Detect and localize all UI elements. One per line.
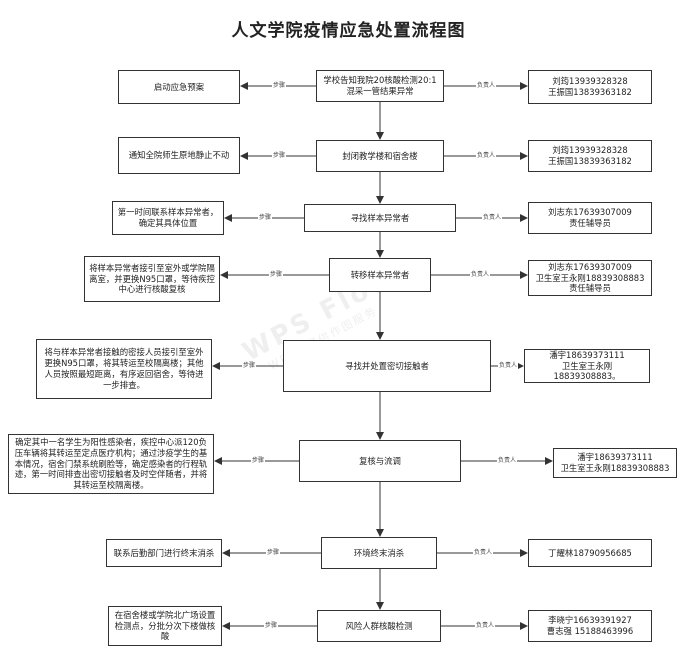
action-box-7-text: 联系后勤部门进行终末消杀 (113, 547, 215, 558)
owner-label-3: 负责人 (482, 214, 503, 222)
owner-box-4-text: 责任辅导员 (569, 283, 611, 294)
action-box-1: 启动应急预案 (118, 70, 240, 104)
action-box-4: 将样本异常者接引至室外或学院隔离室，并更换N95口罩，等待疾控中心进行核酸复核 (84, 256, 220, 302)
process-box-4-text: 转移样本异常者 (350, 269, 410, 280)
process-box-5: 寻找并处置密切接触者 (283, 340, 491, 392)
process-box-1-text: 学校告知我院20核酸检测20:1混采一管结果异常 (323, 75, 437, 96)
owner-box-7-text: 丁耀林18790956685 (548, 547, 632, 558)
owner-box-5-text: 卫生室王永刚 (561, 360, 613, 371)
owner-label-7: 负责人 (473, 549, 494, 557)
action-box-5: 将与样本异常者接触的密接人员接引至室外更换N95口罩，将其转运至校隔离楼；其他人… (36, 339, 212, 399)
step-label-1: 步骤 (272, 82, 287, 90)
action-box-4-text: 将样本异常者接引至室外或学院隔离室，并更换N95口罩，等待疾控中心进行核酸复核 (89, 262, 215, 295)
action-box-6: 确定其中一名学生为阳性感染者，疾控中心派120负压车辆将其转运至定点医疗机构；通… (8, 434, 214, 494)
step-label-4: 步骤 (269, 271, 284, 279)
owner-box-1-text: 刘筠13939328328 (552, 76, 628, 87)
step-label-6: 步骤 (251, 457, 266, 465)
step-label-8: 步骤 (264, 622, 279, 630)
process-box-1: 学校告知我院20核酸检测20:1混采一管结果异常 (316, 70, 444, 102)
owner-label-5: 负责人 (498, 362, 519, 370)
owner-box-4-text: 卫生室王永刚18839308883 (535, 272, 645, 283)
action-box-3-text: 第一时间联系样本异常者，确定其具体位置 (117, 207, 219, 228)
owner-box-4-text: 刘志东17639307009 (548, 261, 632, 272)
owner-box-5-text: 潘宇18639373111 (549, 349, 625, 360)
action-box-6-text: 确定其中一名学生为阳性感染者，疾控中心派120负压车辆将其转运至定点医疗机构；通… (14, 436, 208, 491)
step-label-3: 步骤 (258, 214, 273, 222)
owner-box-7: 丁耀林18790956685 (528, 539, 652, 567)
action-box-2-text: 通知全院师生原地静止不动 (128, 150, 230, 161)
owner-box-8-text: 曹志强 15188463996 (546, 626, 634, 636)
owner-box-3-text: 责任辅导员 (569, 218, 611, 228)
step-label-2: 步骤 (272, 152, 287, 160)
owner-label-1: 负责人 (476, 82, 497, 90)
owner-label-4: 负责人 (470, 271, 491, 279)
diagram-title: 人文学院疫情应急处置流程图 (231, 21, 466, 41)
owner-box-2-text: 刘筠13939328328 (552, 145, 628, 156)
action-box-1-text: 启动应急预案 (153, 81, 205, 92)
owner-box-6-text: 潘宇18639373111 (577, 452, 653, 463)
owner-box-3-text: 刘志东17639307009 (548, 207, 632, 218)
process-box-6-text: 复核与流调 (359, 455, 401, 466)
owner-box-5-text: 18839308883。 (553, 371, 621, 382)
owner-box-1-text: 王振国13839363182 (548, 87, 632, 97)
owner-box-8-text: 李晓宁16639391927 (548, 615, 632, 626)
process-box-4: 转移样本异常者 (329, 258, 431, 292)
action-box-5-text: 将与样本异常者接触的密接人员接引至室外更换N95口罩，将其转运至校隔离楼；其他人… (44, 347, 204, 390)
owner-box-2-text: 王振国13839363182 (548, 156, 632, 166)
action-box-2: 通知全院师生原地静止不动 (118, 137, 240, 174)
process-box-5-text: 寻找并处置密切接触者 (345, 360, 429, 371)
owner-box-6-text: 卫生室王永刚18839308883 (560, 463, 670, 473)
process-box-8-text: 风险人群核酸检测 (345, 620, 413, 631)
step-label-5: 步骤 (242, 362, 257, 370)
owner-label-2: 负责人 (476, 152, 497, 160)
step-label-7: 步骤 (266, 549, 281, 557)
process-box-3: 寻找样本异常者 (304, 204, 456, 232)
action-box-3: 第一时间联系样本异常者，确定其具体位置 (112, 201, 224, 235)
action-box-8-text: 在宿舍楼或学院北广场设置检测点，分批分次下楼做核酸 (114, 609, 216, 642)
process-box-2: 封闭教学楼和宿舍楼 (316, 140, 444, 172)
owner-label-8: 负责人 (475, 622, 496, 630)
process-box-3-text: 寻找样本异常者 (350, 212, 410, 223)
action-box-8: 在宿舍楼或学院北广场设置检测点，分批分次下楼做核酸 (108, 606, 222, 646)
process-box-8: 风险人群核酸检测 (317, 610, 441, 642)
action-box-7: 联系后勤部门进行终末消杀 (106, 539, 222, 567)
owner-label-6: 负责人 (497, 457, 518, 465)
process-box-7-text: 环境终末消杀 (353, 547, 405, 558)
process-box-2-text: 封闭教学楼和宿舍楼 (342, 150, 418, 161)
process-box-7: 环境终末消杀 (321, 537, 437, 569)
process-box-6: 复核与流调 (299, 440, 461, 482)
